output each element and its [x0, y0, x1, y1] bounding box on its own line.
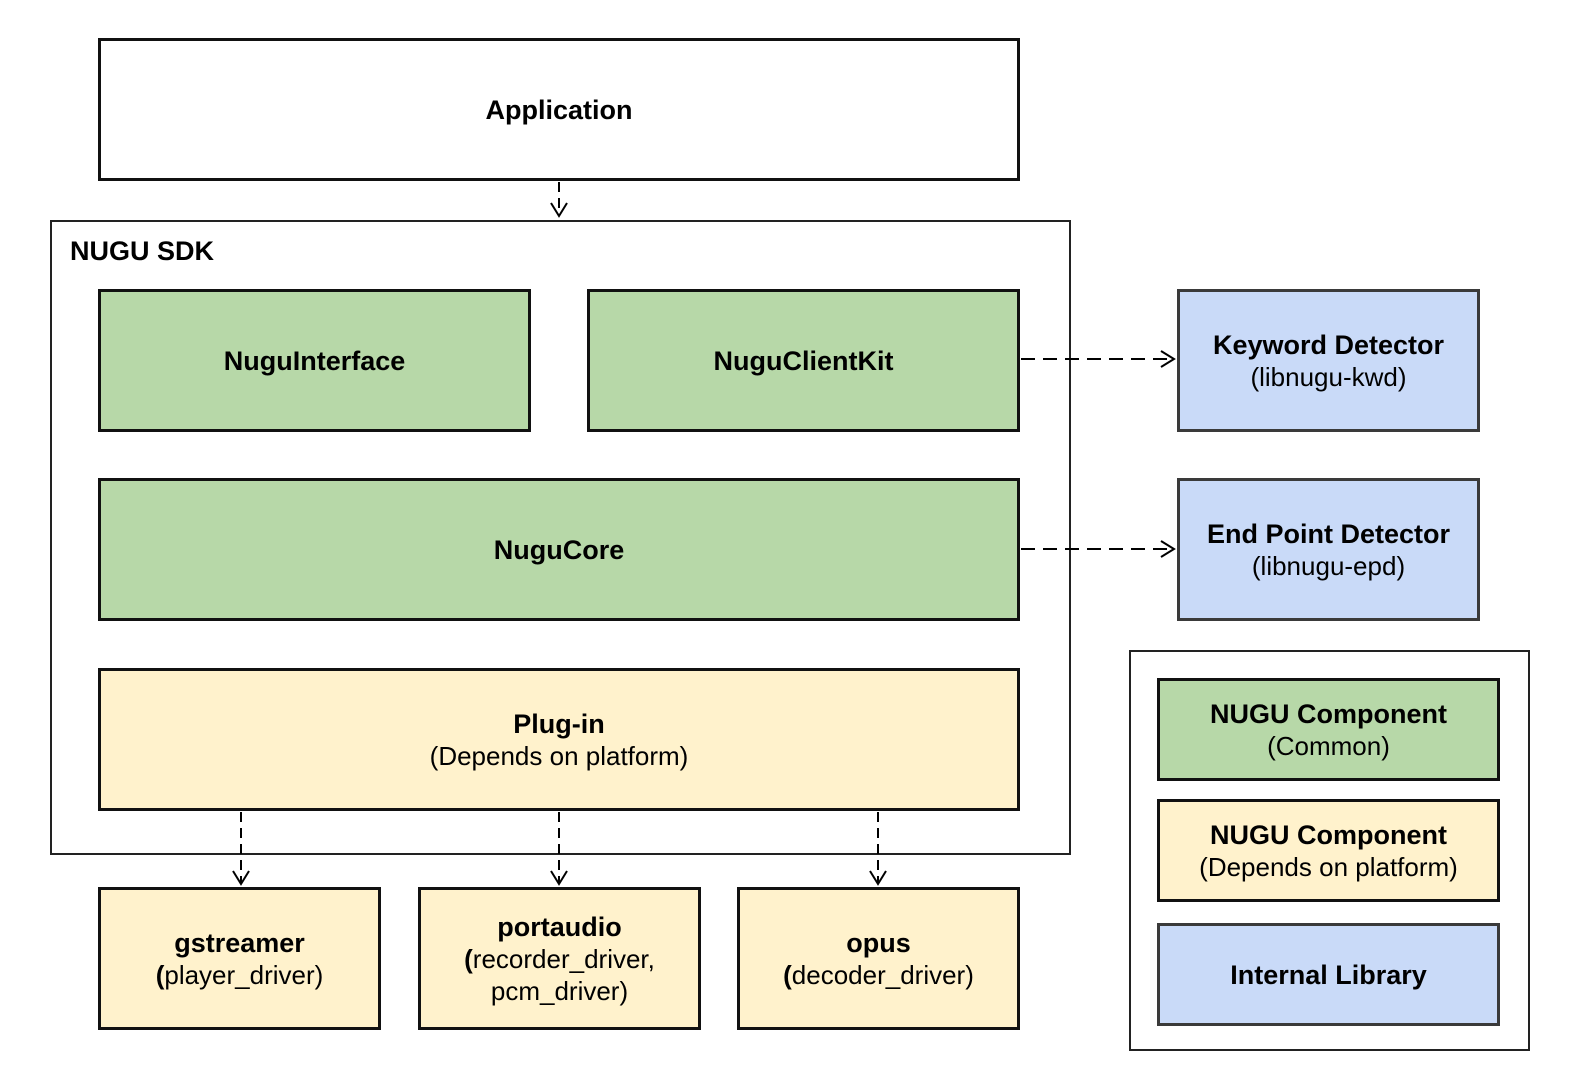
gstreamer-box: gstreamer (player_driver): [98, 887, 381, 1030]
legend-platform-subtitle: (Depends on platform): [1199, 851, 1458, 882]
arrowhead-plugin-to-gstreamer: [232, 870, 250, 886]
legend-common-box: NUGU Component (Common): [1157, 678, 1500, 781]
application-box: Application: [98, 38, 1020, 181]
plugin-subtitle: (Depends on platform): [429, 740, 689, 771]
legend-platform-title: NUGU Component: [1210, 819, 1447, 850]
nugu-client-kit-box: NuguClientKit: [587, 289, 1020, 432]
legend-internal-box: Internal Library: [1157, 923, 1500, 1026]
nugu-client-kit-title: NuguClientKit: [713, 345, 894, 376]
portaudio-title: portaudio: [497, 911, 622, 942]
arrowhead-plugin-to-opus: [869, 870, 887, 886]
gstreamer-subtitle: (player_driver): [155, 959, 324, 990]
nugu-interface-box: NuguInterface: [98, 289, 531, 432]
arrowhead-plugin-to-portaudio: [550, 870, 568, 886]
portaudio-subtitle-line2: pcm_driver): [490, 975, 629, 1006]
portaudio-subtitle: (recorder_driver,: [464, 943, 655, 974]
nugu-interface-title: NuguInterface: [223, 345, 406, 376]
end-point-detector-box: End Point Detector (libnugu-epd): [1177, 478, 1480, 621]
opus-title: opus: [846, 927, 911, 958]
legend-common-title: NUGU Component: [1210, 698, 1447, 729]
keyword-detector-title: Keyword Detector: [1212, 329, 1445, 360]
opus-box: opus (decoder_driver): [737, 887, 1020, 1030]
nugu-core-title: NuguCore: [493, 534, 625, 565]
end-point-detector-subtitle: (libnugu-epd): [1251, 550, 1406, 581]
legend-frame: [1129, 650, 1530, 1051]
plugin-box: Plug-in (Depends on platform): [98, 668, 1020, 811]
legend-platform-box: NUGU Component (Depends on platform): [1157, 799, 1500, 902]
application-title: Application: [485, 94, 633, 125]
nugu-sdk-label: NUGU SDK: [70, 236, 215, 266]
end-point-detector-title: End Point Detector: [1206, 518, 1450, 549]
arrowhead-core-to-epd: [1160, 540, 1176, 558]
legend-internal-title: Internal Library: [1230, 959, 1427, 990]
keyword-detector-box: Keyword Detector (libnugu-kwd): [1177, 289, 1480, 432]
nugu-core-box: NuguCore: [98, 478, 1020, 621]
arrowhead-application-to-sdk: [550, 202, 568, 218]
nugu-sdk-frame: [50, 220, 1071, 855]
keyword-detector-subtitle: (libnugu-kwd): [1250, 361, 1407, 392]
opus-subtitle: (decoder_driver): [783, 959, 974, 990]
portaudio-box: portaudio (recorder_driver, pcm_driver): [418, 887, 701, 1030]
legend-common-subtitle: (Common): [1267, 730, 1390, 761]
arrowhead-clientkit-to-kwd: [1160, 350, 1176, 368]
plugin-title: Plug-in: [513, 708, 605, 739]
gstreamer-title: gstreamer: [174, 927, 305, 958]
